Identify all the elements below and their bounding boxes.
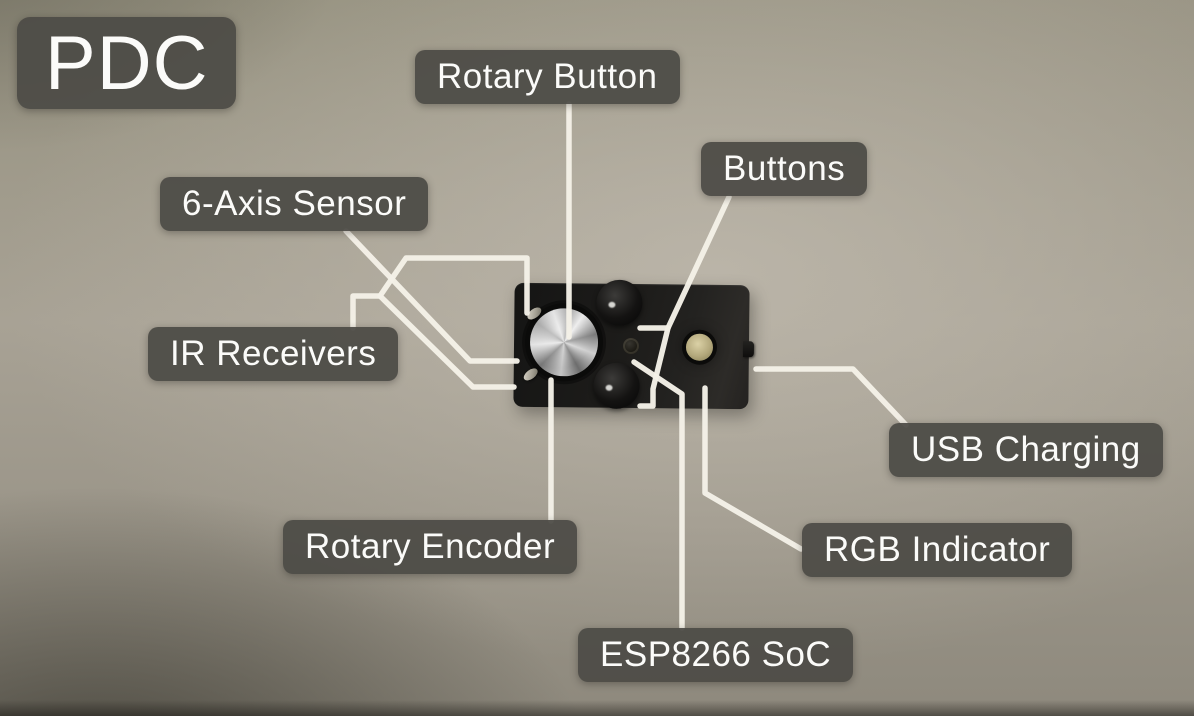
label-buttons: Buttons	[701, 142, 868, 196]
ir-receiver-bottom	[521, 366, 540, 383]
indicator-led	[685, 333, 714, 361]
label-usb-charging: USB Charging	[889, 423, 1163, 477]
ir-receivers-stem	[350, 293, 383, 331]
top-dome-button	[596, 279, 643, 327]
label-rgb-indicator: RGB Indicator	[802, 523, 1073, 577]
center-dot	[622, 337, 640, 355]
usb-charging-line	[753, 366, 909, 428]
label-esp8266-soc: ESP8266 SoC	[578, 628, 854, 682]
ir-receivers-line-bottom	[377, 293, 517, 390]
rotary-knob	[529, 307, 599, 377]
label-rotary-button: Rotary Button	[415, 50, 680, 104]
label-rotary-encoder: Rotary Encoder	[283, 520, 578, 574]
rgb-indicator-line	[702, 385, 804, 552]
usb-port	[742, 341, 755, 358]
pdc-device	[513, 279, 755, 410]
label-six-axis-sensor: 6-Axis Sensor	[160, 177, 429, 231]
ir-receivers-line-top	[377, 255, 530, 316]
bottom-dome-button	[593, 362, 640, 410]
title-badge: PDC	[17, 17, 237, 109]
label-ir-receivers: IR Receivers	[148, 327, 399, 381]
